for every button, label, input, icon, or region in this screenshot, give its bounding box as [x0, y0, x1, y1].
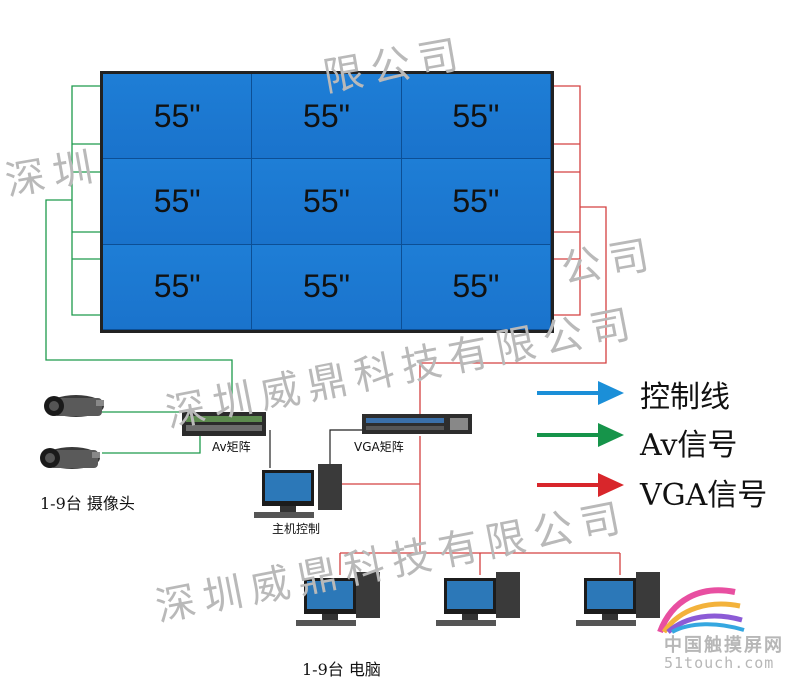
- screen-panel: 55": [103, 159, 253, 245]
- legend-arrows: [537, 381, 624, 497]
- camera-icon: [44, 395, 104, 417]
- logo-title: 中国触摸屏网: [664, 635, 784, 656]
- host-computer-icon: [254, 464, 342, 518]
- screen-panel: 55": [252, 159, 402, 245]
- video-wall: 55" 55" 55" 55" 55" 55" 55" 55" 55": [100, 71, 554, 333]
- screen-panel: 55": [252, 74, 402, 160]
- screen-panel: 55": [401, 159, 551, 245]
- legend-av-signal-label: Av信号: [640, 428, 738, 463]
- control-wires: [269, 429, 372, 468]
- camera-icon: [40, 447, 100, 469]
- logo-subtitle: 51touch.com: [664, 654, 775, 672]
- computers-label: 1-9台 电脑: [302, 660, 381, 679]
- av-matrix-label: Av矩阵: [212, 440, 251, 454]
- cameras-label: 1-9台 摄像头: [40, 494, 135, 513]
- host-label: 主机控制: [272, 522, 321, 536]
- av-signal-wires: [45, 85, 233, 454]
- screen-panel: 55": [401, 74, 551, 160]
- screen-panel: 55": [103, 244, 253, 330]
- vga-signal-wires: [339, 85, 621, 575]
- screen-panel: 55": [252, 244, 402, 330]
- screen-panel: 55": [103, 74, 253, 160]
- client-computer-icon: [296, 572, 380, 626]
- client-computer-icon: [436, 572, 520, 626]
- legend-vga-signal-label: VGA信号: [640, 478, 768, 513]
- vga-matrix-device: [362, 414, 472, 434]
- av-matrix-device: [182, 412, 266, 436]
- legend-control-line-label: 控制线: [640, 380, 730, 415]
- client-computer-icon: [576, 572, 660, 626]
- vga-matrix-label: VGA矩阵: [354, 440, 404, 454]
- screen-panel: 55": [401, 244, 551, 330]
- logo-swoosh-icon: [657, 587, 745, 634]
